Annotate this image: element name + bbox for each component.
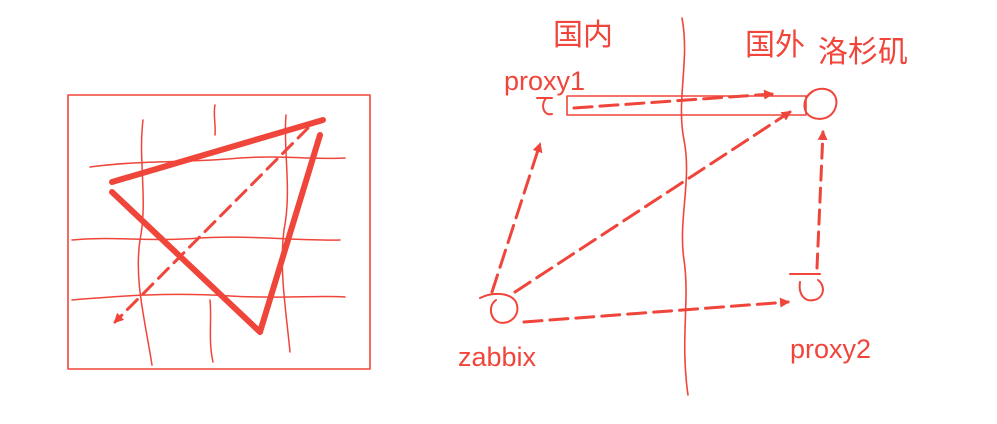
node-proxy1 (536, 97, 553, 116)
label-abroad: 国外 (745, 28, 805, 63)
triangle-path (109, 117, 326, 185)
triangle-path (257, 132, 323, 335)
arrow-zabbix-to-proxy2 (522, 297, 790, 324)
grid-line-h1 (89, 156, 346, 168)
label-city: 洛杉矶 (818, 35, 908, 70)
grid-line-v2 (213, 104, 216, 136)
arrow-zabbix-to-la (513, 110, 792, 294)
label-proxy1: proxy1 (504, 66, 585, 96)
grid-line-h3 (71, 293, 346, 301)
arrow-proxy1-to-la (572, 89, 774, 110)
triangle-path (109, 189, 263, 335)
label-domestic: 国内 (553, 18, 613, 53)
grid-line-v1 (137, 119, 153, 366)
tunnel-box (566, 95, 807, 116)
dashed-arrow (113, 126, 310, 324)
sketch-frame (67, 94, 371, 370)
border-line (680, 17, 689, 396)
left-sketch (67, 94, 371, 370)
grid-line-h2 (71, 236, 341, 241)
node-proxy2 (789, 273, 824, 302)
label-proxy2: proxy2 (790, 334, 871, 364)
label-zabbix: zabbix (458, 342, 537, 372)
arrow-zabbix-to-proxy1 (490, 142, 543, 294)
grid-line-v3 (209, 299, 214, 363)
node-zabbix (479, 292, 519, 324)
right-sketch: 国内 国外 洛杉矶 proxy1 zabbix proxy2 (458, 17, 908, 396)
node-los-angeles (803, 87, 838, 120)
arrow-proxy2-to-la (815, 130, 828, 270)
